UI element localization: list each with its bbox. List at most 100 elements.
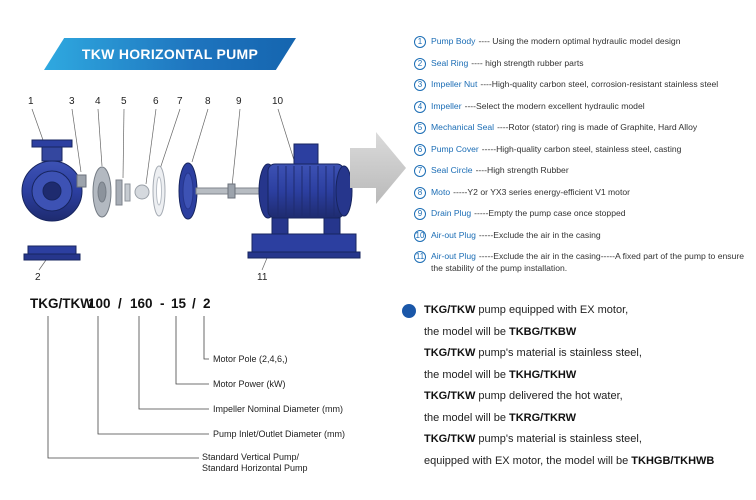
code-impeller-dia: 160 — [130, 296, 153, 311]
part-list-item: 2 Seal Ring---- high strength rubber par… — [414, 57, 754, 70]
note-hot-water: TKG/TKW pump delivered the hot water, th… — [424, 386, 754, 429]
callout-motor-power: Motor Power (kW) — [213, 379, 286, 389]
part-list-item: 9 Drain Plug-----Empty the pump case onc… — [414, 208, 754, 220]
note-condition: pump delivered the hot water, — [475, 390, 623, 402]
part-name: Seal Circle — [431, 165, 473, 175]
part-description: -----High-quality carbon steel, stainles… — [481, 143, 682, 154]
part-description: ----Select the modern excellent hydrauli… — [464, 100, 645, 111]
note-series: TKG/TKW — [424, 433, 476, 445]
part-list-item: 8 Moto-----Y2 or YX3 series energy-effic… — [414, 186, 754, 199]
note-series: TKG/TKW — [424, 304, 476, 316]
part-description: ---- high strength rubber parts — [471, 57, 584, 68]
part-description: -----Exclude the air in the casing — [478, 229, 601, 240]
motor-illustration — [258, 143, 353, 235]
callout-standard-line1: Standard Vertical Pump/ — [202, 452, 300, 462]
part-numbers: 1 3 4 5 6 7 8 9 10 2 11 — [28, 96, 284, 283]
part-list-item: 7 Seal Circle----High strength Rubber — [414, 165, 754, 177]
part-list-item: 5 Mechanical Seal----Rotor (stator) ring… — [414, 122, 754, 134]
code-motor-pole: 2 — [203, 296, 211, 311]
part-list-item: 4 Impeller----Select the modern excellen… — [414, 100, 754, 113]
part-callout-3: 3 — [69, 96, 75, 107]
note-series: TKG/TKW — [424, 347, 476, 359]
part-description: -----Empty the pump case once stopped — [474, 208, 626, 218]
note-model-code: TKBG/TKBW — [509, 325, 577, 338]
part-name: Pump Body — [431, 36, 476, 46]
part-number-badge: 1 — [414, 36, 426, 48]
part-description: -----Y2 or YX3 series energy-efficient V… — [453, 186, 630, 197]
part-name: Seal Ring — [431, 57, 469, 68]
callout-standard-line2: Standard Horizontal Pump — [202, 463, 308, 473]
part-description: -----Exclude the air in the casing-----A… — [431, 251, 744, 273]
parts-list: 1 Pump Body---- Using the modern optimal… — [414, 36, 754, 274]
pump-base-illustration — [247, 233, 361, 259]
part-number-badge: 3 — [414, 79, 426, 91]
part-list-item: 3 Impeller Nut----High-quality carbon st… — [414, 79, 754, 91]
pump-body-illustration — [21, 139, 83, 261]
part-list-item: 10 Air-out Plug-----Exclude the air in t… — [414, 229, 754, 242]
part-list-item: 1 Pump Body---- Using the modern optimal… — [414, 36, 754, 48]
part-number-badge: 8 — [414, 186, 426, 199]
callout-standard-type: Standard Vertical Pump/ Standard Horizon… — [202, 452, 308, 474]
part-description: ----Rotor (stator) ring is made of Graph… — [497, 122, 698, 132]
part-callout-4: 4 — [95, 96, 101, 107]
code-series: TKG/TKW — [30, 296, 93, 311]
part-description: ----High strength Rubber — [475, 165, 569, 175]
callout-inlet-outlet: Pump Inlet/Outlet Diameter (mm) — [213, 429, 346, 439]
code-inlet-outlet: 100 — [88, 296, 111, 311]
part-callout-11: 11 — [257, 272, 268, 283]
page-title: TKW HORIZONTAL PUMP — [81, 46, 259, 62]
note-condition: pump's material is stainless steel, — [475, 347, 642, 359]
part-number-badge: 7 — [414, 165, 426, 177]
note-stainless: TKG/TKW pump's material is stainless ste… — [424, 343, 754, 386]
part-callout-5: 5 — [121, 96, 127, 107]
note-model-code: TKHG/TKHW — [509, 368, 577, 381]
part-list-item: 6 Pump Cover-----High-quality carbon ste… — [414, 143, 754, 156]
model-variant-notes: TKG/TKW pump equipped with EX motor, the… — [402, 300, 754, 472]
note-model-code: TKHGB/TKHWB — [631, 454, 715, 467]
note-stainless-ex: TKG/TKW pump's material is stainless ste… — [424, 429, 754, 472]
part-list-item: 11 Air-out Plug-----Exclude the air in t… — [414, 251, 754, 274]
part-name: Air-out Plug — [431, 251, 476, 261]
part-description: ---- Using the modern optimal hydraulic … — [478, 36, 681, 46]
part-number-badge: 2 — [414, 57, 426, 70]
part-description: ----High-quality carbon steel, corrosion… — [480, 79, 719, 89]
part-callout-1: 1 — [28, 96, 34, 107]
callout-motor-pole: Motor Pole (2,4,6,) — [213, 354, 288, 364]
part-name: Impeller Nut — [431, 79, 478, 89]
part-number-badge: 6 — [414, 143, 426, 156]
model-code-breakdown: TKG/TKW 100 / 160 - 15 / 2 Motor Pole (2… — [28, 296, 398, 496]
part-callout-7: 7 — [177, 96, 183, 107]
title-banner: TKW HORIZONTAL PUMP — [44, 38, 296, 70]
code-motor-power: 15 — [171, 296, 187, 311]
pump-exploded-diagram: 1 3 4 5 6 7 8 9 10 2 11 — [21, 96, 361, 283]
model-code-leader-lines — [47, 316, 209, 459]
code-dash: - — [160, 296, 165, 311]
code-slash-1: / — [118, 296, 122, 311]
part-number-badge: 11 — [414, 251, 426, 263]
part-name: Moto — [431, 186, 451, 197]
part-callout-10: 10 — [272, 96, 284, 107]
code-slash-2: / — [192, 296, 196, 311]
part-callout-6: 6 — [153, 96, 159, 107]
bullet-icon — [402, 304, 416, 318]
note-result: the model will be — [424, 411, 509, 424]
note-model-code: TKRG/TKRW — [509, 411, 577, 424]
part-name: Pump Cover — [431, 143, 479, 154]
shaft-illustration — [195, 183, 269, 199]
note-condition: pump equipped with EX motor, — [475, 304, 629, 316]
note-series: TKG/TKW — [424, 390, 476, 402]
part-name: Impeller — [431, 100, 462, 111]
right-arrow-icon — [350, 132, 406, 204]
note-result: equipped with EX motor, the model will b… — [424, 454, 632, 467]
part-number-badge: 9 — [414, 208, 426, 220]
part-name: Mechanical Seal — [431, 122, 495, 132]
part-callout-2: 2 — [35, 272, 41, 283]
callout-leader-lines — [31, 108, 295, 271]
callout-impeller-dia: Impeller Nominal Diameter (mm) — [213, 404, 344, 414]
part-callout-9: 9 — [236, 96, 242, 107]
part-name: Air-out Plug — [431, 229, 476, 240]
note-condition: pump's material is stainless steel, — [475, 433, 642, 445]
pump-internals-illustration — [76, 162, 198, 220]
part-number-badge: 5 — [414, 122, 426, 134]
